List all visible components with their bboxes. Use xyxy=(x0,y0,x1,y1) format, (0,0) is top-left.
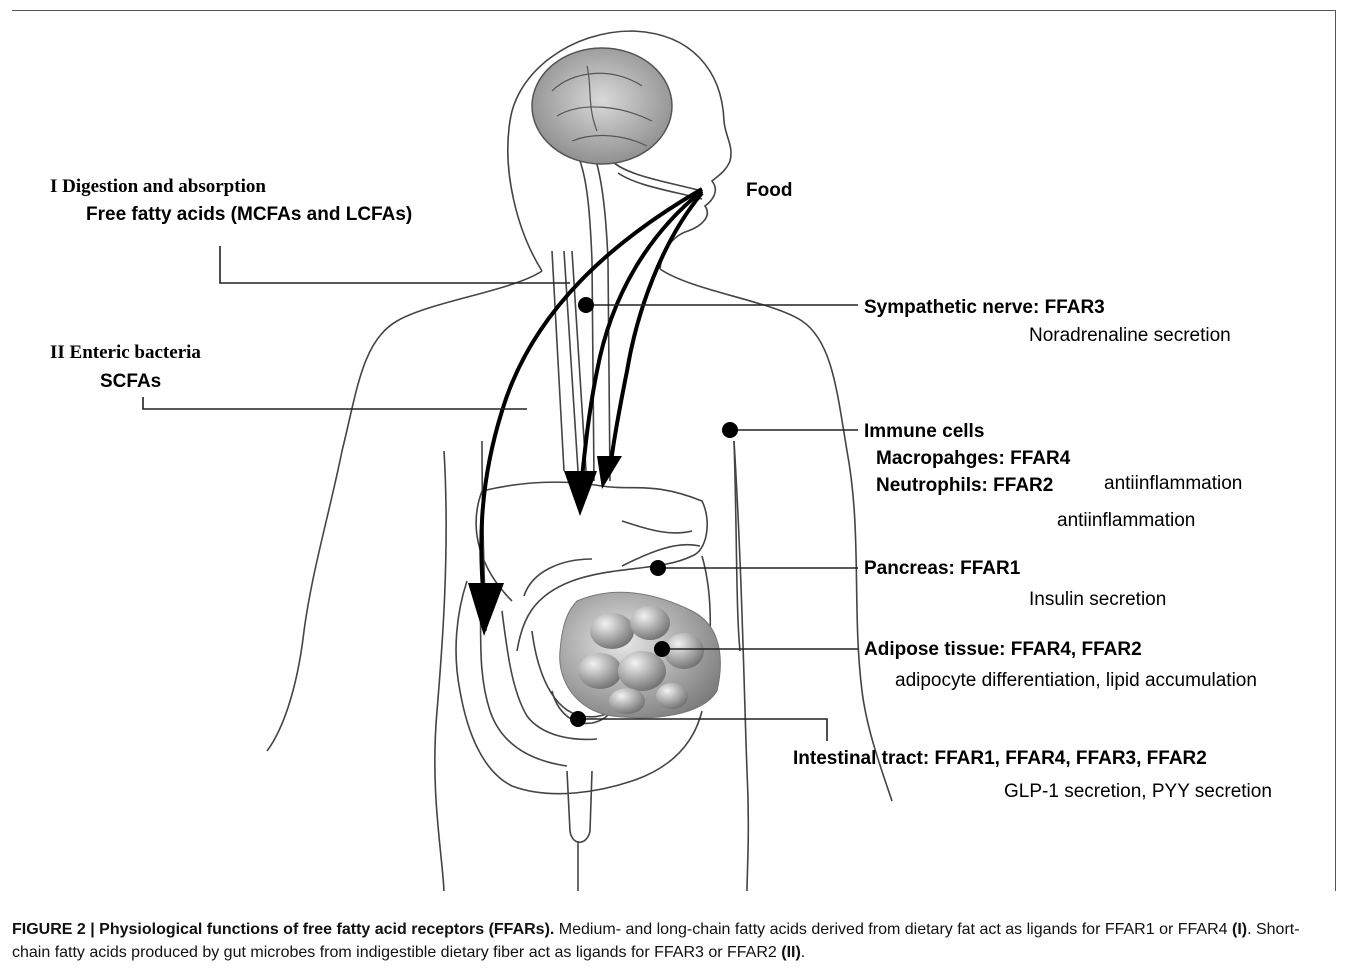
enteric-subtitle: SCFAs xyxy=(100,371,161,393)
neutrophils-desc: antiinflammation xyxy=(1057,510,1195,532)
caption-title: FIGURE 2 | Physiological functions of fr… xyxy=(12,921,554,938)
neutrophils-label: Neutrophils: FFAR2 xyxy=(876,475,1053,497)
immune-title: Immune cells xyxy=(864,421,984,443)
figure-caption: FIGURE 2 | Physiological functions of fr… xyxy=(12,918,1335,964)
brain xyxy=(532,48,672,164)
macrophages-desc: antiinflammation xyxy=(1104,473,1242,495)
intestinal-desc: GLP-1 secretion, PYY secretion xyxy=(1004,781,1272,803)
sympathetic-desc: Noradrenaline secretion xyxy=(1029,325,1231,347)
caption-text-1: Medium- and long-chain fatty acids deriv… xyxy=(554,921,1232,938)
digestion-title: I Digestion and absorption xyxy=(50,176,266,198)
adipose-desc: adipocyte differentiation, lipid accumul… xyxy=(895,670,1257,692)
caption-ref-2: (II) xyxy=(781,944,801,961)
figure-panel: I Digestion and absorption Free fatty ac… xyxy=(12,10,1336,891)
caption-text-3: . xyxy=(801,944,805,961)
pancreas-title: Pancreas: FFAR1 xyxy=(864,558,1020,580)
food-label: Food xyxy=(746,180,792,202)
pancreas-desc: Insulin secretion xyxy=(1029,589,1166,611)
digestion-subtitle: Free fatty acids (MCFAs and LCFAs) xyxy=(86,204,412,226)
intestinal-title: Intestinal tract: FFAR1, FFAR4, FFAR3, F… xyxy=(793,748,1207,770)
adipose-title: Adipose tissue: FFAR4, FFAR2 xyxy=(864,639,1142,661)
caption-ref-1: (I) xyxy=(1232,921,1247,938)
macrophages-label: Macropahges: FFAR4 xyxy=(876,448,1070,470)
pointer-lines xyxy=(143,246,858,741)
sympathetic-title: Sympathetic nerve: FFAR3 xyxy=(864,297,1105,319)
adipose-tissue xyxy=(560,592,721,717)
enteric-title: II Enteric bacteria xyxy=(50,342,201,364)
